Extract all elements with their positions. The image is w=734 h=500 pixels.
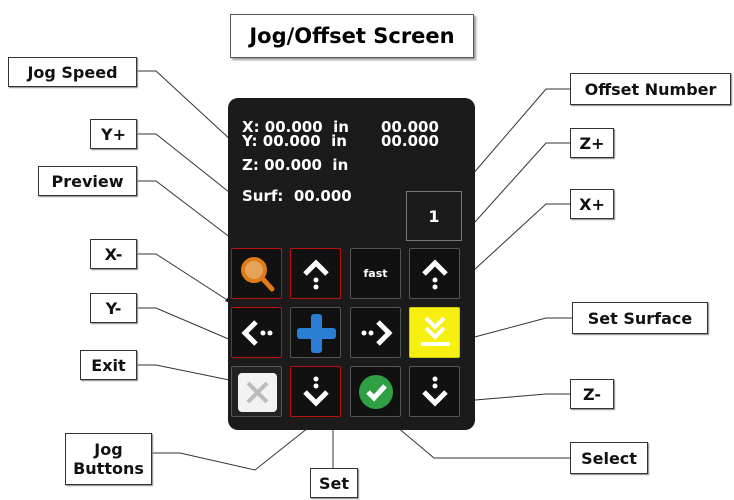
- callout-set: Set: [310, 468, 358, 498]
- set-button[interactable]: [290, 307, 341, 358]
- callout-select: Select: [570, 442, 648, 474]
- magnifier-icon: [241, 257, 275, 292]
- offset-number-display[interactable]: 1: [406, 191, 462, 241]
- callout-set-surface: Set Surface: [572, 302, 708, 334]
- callout-jog-speed: Jog Speed: [8, 57, 137, 87]
- preview-button[interactable]: [231, 248, 282, 299]
- chevron-up-icon: [422, 259, 448, 290]
- page-title: Jog/Offset Screen: [230, 14, 474, 58]
- y-minus-button[interactable]: [290, 366, 341, 417]
- select-button[interactable]: [350, 366, 401, 417]
- surface-readout: Surf: 00.000: [242, 187, 352, 205]
- chevron-down-icon: [422, 376, 448, 407]
- z-minus-button[interactable]: [409, 366, 460, 417]
- callout-z-plus: Z+: [570, 128, 614, 158]
- x-readout: X: 00.000 in: [242, 118, 349, 136]
- callout-z-minus: Z-: [570, 379, 614, 409]
- jog-offset-panel: X: 00.000 in Y: 00.000 in Z: 00.000 in 0…: [228, 98, 475, 430]
- chevron-down-icon: [303, 376, 329, 407]
- x-minus-button[interactable]: [231, 307, 282, 358]
- plus-icon: [297, 314, 336, 353]
- z-readout: Z: 00.000 in: [242, 156, 349, 174]
- exit-button[interactable]: [231, 366, 282, 417]
- chevron-right-icon: [361, 320, 393, 346]
- checkmark-icon: [359, 375, 393, 409]
- set-surface-button[interactable]: [409, 307, 460, 358]
- y-plus-button[interactable]: [290, 248, 341, 299]
- chevron-up-icon: [303, 259, 329, 290]
- callout-offset-number: Offset Number: [570, 73, 731, 105]
- x-plus-button[interactable]: [350, 307, 401, 358]
- chevron-left-icon: [241, 320, 273, 346]
- y-readout: Y: 00.000 in: [242, 132, 347, 150]
- callout-preview: Preview: [38, 166, 137, 196]
- jog-speed-button[interactable]: fast: [350, 248, 401, 299]
- x-offset-readout: 00.000: [381, 118, 439, 136]
- set-surface-icon: [421, 316, 450, 346]
- callout-x-minus: X-: [90, 239, 137, 269]
- callout-exit: Exit: [80, 350, 137, 380]
- z-plus-button[interactable]: [409, 248, 460, 299]
- callout-y-plus: Y+: [90, 119, 137, 149]
- y-offset-readout: 00.000: [381, 132, 439, 150]
- callout-x-plus: X+: [570, 189, 614, 219]
- close-icon: [238, 373, 277, 412]
- callout-jog-buttons: Jog Buttons: [65, 433, 152, 485]
- callout-y-minus: Y-: [90, 293, 137, 323]
